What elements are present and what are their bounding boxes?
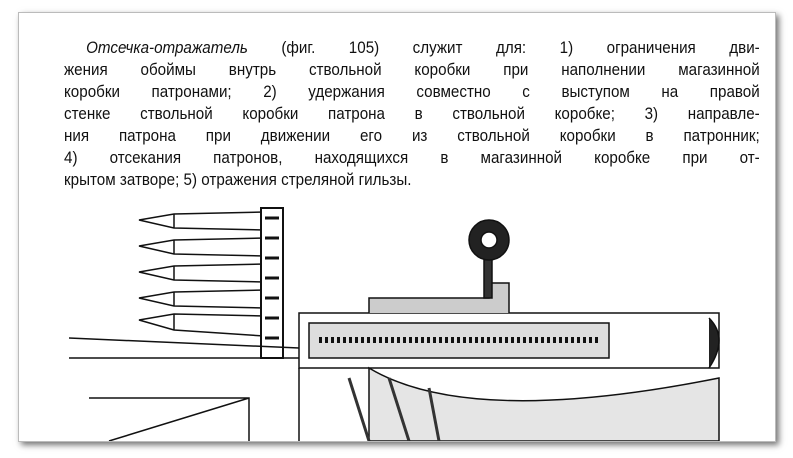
cartridges <box>138 211 265 337</box>
text-line: стенке ствольной коробки патрона в ствол… <box>64 105 760 123</box>
cartridge <box>138 313 265 337</box>
text-line: крытом затворе; 5) отражения стреляной г… <box>64 171 412 189</box>
text-line: ния патрона при движении его из ствольно… <box>64 127 760 145</box>
rifle-cutaway-figure <box>69 207 720 441</box>
receiver <box>69 219 720 441</box>
charger-clip <box>260 207 284 359</box>
text-line: 4) отсекания патронов, находящихся в маг… <box>64 149 760 167</box>
body-paragraph: Отсечка-отражатель (фиг. 105) служит для… <box>64 37 761 191</box>
text-line: Отсечка-отражатель (фиг. 105) служит для… <box>64 37 760 59</box>
text-line: жения обоймы внутрь ствольной коробки пр… <box>64 61 760 79</box>
text-segment: (фиг. 105) служит для: 1) ограничения дв… <box>247 39 760 57</box>
cartridge <box>138 211 265 231</box>
cartridge <box>138 237 265 257</box>
cartridge <box>138 289 265 309</box>
document-page: Отсечка-отражатель (фиг. 105) служит для… <box>18 12 776 442</box>
text-line: коробки патронами; 2) удержания совместн… <box>64 83 760 101</box>
cartridge <box>138 263 265 283</box>
term-italic: Отсечка-отражатель <box>86 39 248 57</box>
